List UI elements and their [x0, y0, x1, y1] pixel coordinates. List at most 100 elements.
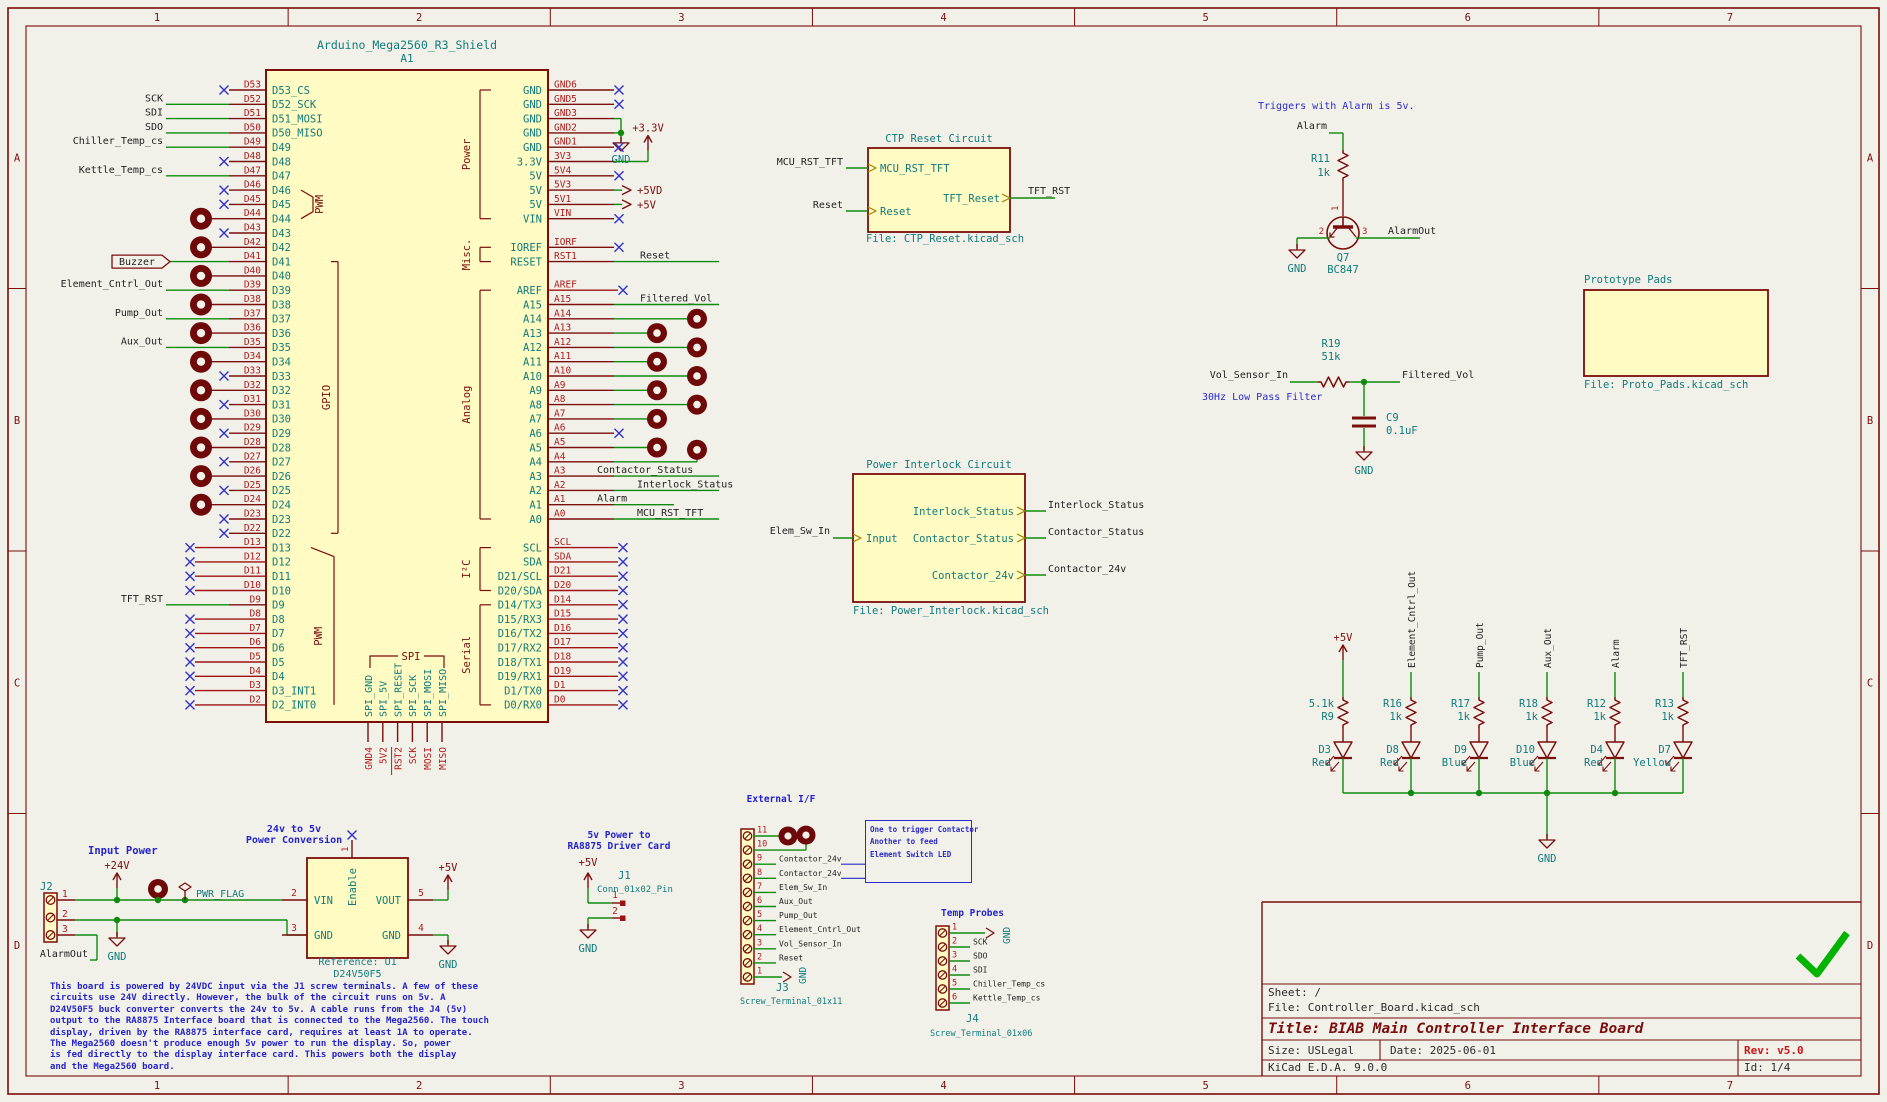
capacitor-value: 0.1uF [1386, 425, 1418, 437]
screw-pad[interactable] [937, 998, 948, 1008]
wire [614, 428, 624, 439]
screw-pad-slash [939, 971, 946, 979]
transistor-collector [1347, 226, 1357, 238]
frame-col-label: 1 [154, 1080, 160, 1092]
screw-pad[interactable] [742, 845, 753, 855]
screw-pad[interactable] [742, 915, 753, 926]
pad-donut[interactable] [687, 308, 707, 329]
screw-terminal[interactable] [935, 925, 950, 1011]
power-interlock-sheet[interactable]: InputElem_Sw_InInterlock_StatusInterlock… [770, 473, 1145, 603]
pad-donut[interactable] [647, 323, 667, 344]
led-indicator-array[interactable]: +5V5.1kR9D3RedElement_Cntrl_OutR161kD8Re… [1309, 571, 1693, 865]
screw-pad[interactable] [742, 887, 753, 898]
screw-terminal[interactable] [740, 828, 755, 985]
input-power-section[interactable]: 123+24VPWR_FLAGGNDAlarmOut2354VINGNDVOUT… [40, 830, 458, 972]
screw-pad[interactable] [937, 970, 948, 980]
screw-pad[interactable] [742, 929, 753, 940]
pad-donut[interactable] [687, 337, 707, 358]
wire [219, 399, 229, 410]
screw-pad[interactable] [742, 943, 753, 954]
pin-name: GND [382, 930, 401, 942]
screw-terminal-body[interactable] [935, 925, 950, 1011]
pad-donut[interactable] [190, 407, 212, 430]
pad-donut[interactable] [647, 351, 667, 372]
wire [185, 571, 195, 582]
wire [618, 571, 628, 582]
screw-pad[interactable] [937, 928, 948, 938]
screw-pad[interactable] [742, 901, 753, 912]
pad-donut[interactable] [190, 493, 212, 516]
pad-donut[interactable] [190, 465, 212, 488]
low-pass-filter[interactable]: Vol_Sensor_InR1951kFiltered_VolC90.1uFGN… [1210, 338, 1475, 477]
pad-donut[interactable] [190, 350, 212, 373]
pad-donut[interactable] [647, 380, 667, 401]
screw-pad[interactable] [937, 942, 948, 952]
screw-pad[interactable] [45, 912, 56, 923]
pad-donut[interactable] [796, 825, 816, 845]
pad-donut[interactable] [687, 394, 707, 415]
pad-donut[interactable] [778, 826, 798, 846]
screw-terminal[interactable] [43, 892, 58, 943]
sheet-body[interactable] [852, 473, 1026, 603]
pad-donut[interactable] [190, 436, 212, 459]
pad-donut[interactable] [190, 207, 212, 230]
resistor [1318, 376, 1349, 388]
led-symbol[interactable] [1325, 741, 1353, 772]
pad-donut[interactable] [190, 293, 212, 316]
power-arrow-right [621, 184, 632, 196]
led-ref: D3 [1318, 744, 1331, 756]
pin-number: 4 [418, 923, 424, 934]
screw-pad[interactable] [45, 895, 56, 905]
pad-donut[interactable] [148, 879, 168, 899]
screw-pad[interactable] [742, 873, 753, 884]
pad-donut[interactable] [190, 379, 212, 402]
pad-donut[interactable] [687, 366, 707, 386]
buck-converter-body[interactable] [306, 857, 409, 959]
arduino-mega-symbol[interactable]: D53_CSD53D52_SCKD52SCKD51_MOSID51SDID50_… [61, 69, 734, 775]
pin-name: GND [523, 113, 542, 125]
pin-number: 5 [418, 888, 424, 899]
ctp-reset-sheet[interactable]: MCU_RST_TFTMCU_RST_TFTResetResetTFT_Rese… [777, 147, 1070, 233]
screw-pad[interactable] [742, 831, 753, 841]
screw-pad[interactable] [45, 930, 56, 940]
wire [614, 242, 624, 253]
screw-pad[interactable] [937, 956, 948, 966]
screw-pad[interactable] [742, 972, 753, 982]
screw-pad[interactable] [742, 958, 753, 968]
pad-donut-hole [196, 500, 206, 509]
pad-donut[interactable] [190, 322, 212, 345]
wire [185, 671, 195, 682]
sheet-body[interactable] [1583, 289, 1769, 377]
pad-donut[interactable] [687, 439, 707, 460]
no-connect-x [219, 514, 229, 524]
prototype-pads-sheet[interactable] [1583, 289, 1769, 377]
arduino-body[interactable] [265, 69, 549, 723]
pad-donut[interactable] [647, 437, 667, 458]
pin-number: 5V4 [554, 165, 571, 176]
shape [439, 945, 457, 955]
power-arrow-up: +5V [439, 862, 458, 890]
sheet-body[interactable] [867, 147, 1011, 233]
shape [1469, 741, 1489, 759]
group-label: Power [461, 139, 473, 171]
pad-donut[interactable] [190, 264, 212, 287]
pad-donut[interactable] [190, 236, 212, 259]
screw-pad[interactable] [937, 984, 948, 994]
resistor-value: 1k [1389, 711, 1402, 723]
pin-name: D39 [272, 285, 291, 297]
group-label: PWM [314, 195, 326, 214]
pad-donut[interactable] [647, 408, 667, 429]
net-label: Vol_Sensor_In [779, 939, 842, 948]
screw-pad[interactable] [742, 859, 753, 870]
led-symbol[interactable] [1529, 741, 1557, 772]
screw-pad-slash [939, 999, 946, 1007]
